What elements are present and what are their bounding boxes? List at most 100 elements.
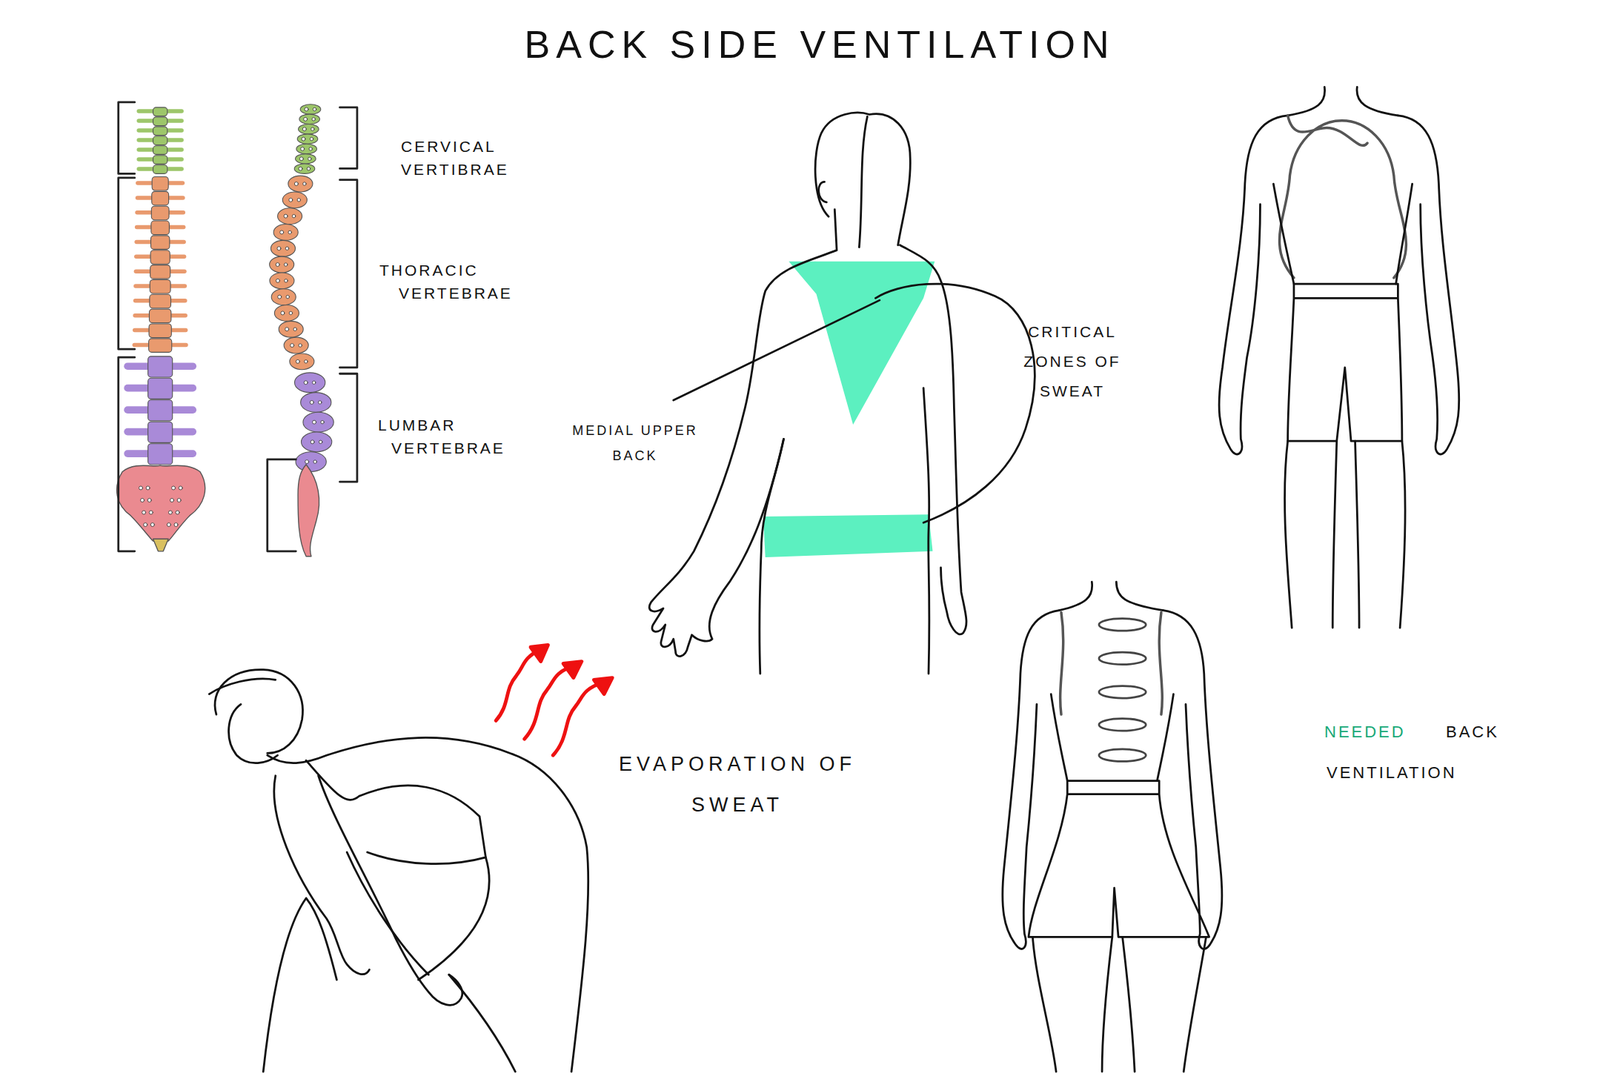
side-foramen — [309, 147, 312, 151]
sacral-foramen — [177, 498, 181, 503]
side-foramen — [300, 146, 305, 151]
vent-slot — [1099, 618, 1146, 632]
side-foramen — [285, 327, 290, 332]
heat-arrows — [495, 645, 613, 756]
side-vertebra — [277, 208, 303, 225]
side-vertebra — [295, 154, 317, 164]
sacral-foramen — [140, 498, 145, 503]
torso-sides — [1050, 694, 1174, 782]
side-sacrum — [297, 464, 320, 557]
side-foramen — [299, 157, 304, 161]
side-foramen — [288, 230, 292, 234]
annotation-label: THORACIC VERTEBRAE — [379, 258, 540, 305]
side-foramen — [305, 460, 310, 464]
bracket — [118, 102, 135, 174]
vertebra — [148, 309, 171, 323]
side-vertebra — [297, 134, 318, 144]
side-foramen — [275, 278, 280, 283]
side-foramen — [289, 197, 293, 202]
racerback-straps — [1279, 115, 1407, 278]
side-foramen — [280, 230, 284, 235]
side-foramen — [303, 380, 308, 385]
side-foramen — [311, 117, 315, 121]
side-foramen — [309, 400, 314, 404]
sacral-foramen — [178, 486, 183, 490]
vertebra — [150, 265, 171, 279]
side-vertebra — [294, 163, 315, 174]
annotation-label: LUMBAR VERTEBRAE — [377, 413, 525, 460]
vertebra — [148, 356, 173, 378]
sacral-foramen — [147, 498, 152, 503]
annotation-label: NEEDED — [1324, 711, 1421, 753]
annotation-label: CRITICAL ZONES OF SWEAT — [1009, 317, 1136, 407]
side-foramen — [309, 137, 313, 141]
sacral-foramen — [175, 510, 180, 515]
side-foramen — [301, 137, 306, 141]
left-arm — [1002, 610, 1060, 950]
annotation-label: CERVICAL VERTIBRAE — [400, 134, 531, 181]
head-outline — [815, 112, 911, 246]
arrowhead — [530, 645, 548, 662]
neck — [1059, 581, 1163, 611]
side-vertebra — [282, 191, 307, 209]
side-vertebra — [300, 432, 332, 453]
side-foramen — [294, 182, 298, 187]
side-foramen — [293, 327, 297, 331]
vertebra — [153, 126, 168, 136]
vertebra — [148, 443, 173, 465]
side-vertebra — [300, 392, 332, 413]
sacral-foramen — [150, 523, 155, 527]
vented-figure — [1002, 581, 1223, 1072]
shorts — [1028, 781, 1210, 938]
knee-hand — [263, 898, 337, 1072]
side-foramen — [297, 198, 301, 202]
spine-drawings — [117, 104, 335, 557]
side-vertebra — [274, 305, 299, 322]
side-vertebra — [288, 175, 313, 192]
vent-slot — [1099, 718, 1146, 732]
vertebra — [149, 294, 172, 308]
side-vertebra — [289, 353, 315, 370]
side-foramen — [304, 107, 309, 112]
side-foramen — [310, 440, 315, 444]
sacral-foramen — [166, 523, 171, 527]
sacral-foramen — [148, 510, 153, 515]
vertebra — [153, 136, 168, 146]
vertebra — [153, 117, 168, 126]
side-foramen — [289, 311, 292, 315]
sacral-foramen — [139, 486, 144, 490]
sacrum — [117, 465, 206, 541]
neck — [1288, 86, 1399, 116]
side-foramen — [312, 420, 317, 424]
right-outline — [899, 245, 967, 635]
side-vertebra — [295, 452, 327, 473]
side-foramen — [320, 420, 324, 424]
vertebra — [153, 145, 168, 155]
right-inner-arm — [923, 388, 930, 675]
arrow — [552, 681, 604, 756]
side-vertebra — [273, 224, 298, 241]
annotation-label: EVAPORATION OF SWEAT — [589, 744, 886, 826]
side-foramen — [298, 343, 302, 347]
vertebra — [151, 206, 169, 220]
sacral-foramen — [171, 486, 176, 490]
bracket — [118, 177, 135, 350]
vertebra — [148, 421, 173, 443]
sacral-foramen — [170, 498, 175, 503]
side-foramen — [311, 127, 315, 131]
vertebra — [148, 323, 172, 338]
side-foramen — [277, 246, 281, 251]
side-vertebra — [294, 372, 326, 393]
ear — [818, 181, 828, 203]
side-foramen — [303, 182, 307, 186]
torso — [267, 737, 589, 1072]
shorts-leg — [418, 857, 516, 1072]
side-foramen — [290, 343, 295, 348]
vertebra — [148, 338, 172, 353]
bracket — [340, 180, 358, 368]
side-foramen — [285, 246, 289, 250]
back-arm — [318, 775, 463, 1006]
critical-leader — [875, 283, 1035, 523]
side-foramen — [318, 440, 322, 444]
